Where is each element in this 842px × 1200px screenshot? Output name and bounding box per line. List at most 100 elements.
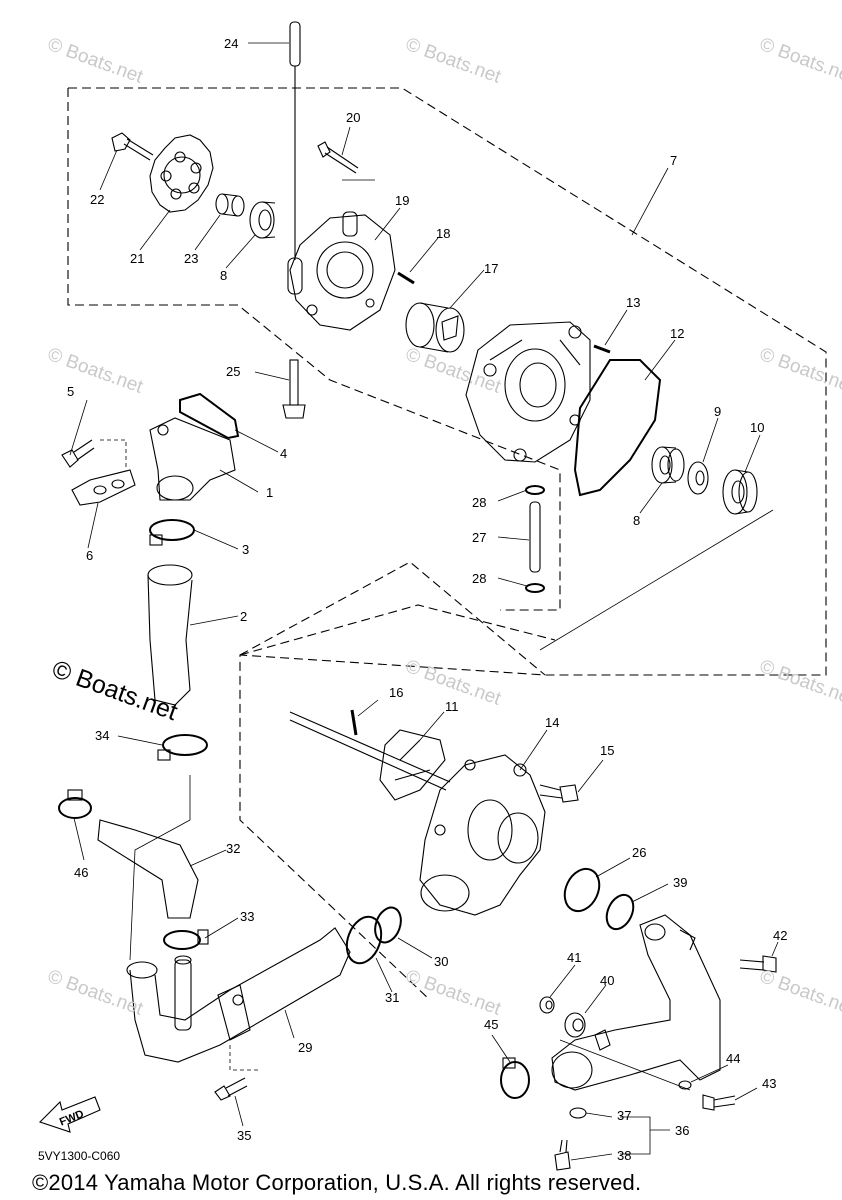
callout-42: 42 [773, 928, 787, 943]
part-4-gasket [179, 392, 240, 440]
part-11-impeller-shaft [289, 711, 451, 801]
callout-40: 40 [600, 973, 614, 988]
part-7-pump-cover [465, 321, 591, 463]
callout-39: 39 [673, 875, 687, 890]
part-21-sprocket [149, 134, 214, 213]
callout-20: 20 [346, 110, 360, 125]
part-41-collar [539, 996, 555, 1014]
part-31-o-ring [345, 915, 383, 965]
part-29-pipe-assembly [126, 927, 351, 1063]
callout-22: 22 [90, 192, 104, 207]
part-17-impeller [405, 302, 465, 353]
callout-28-lower: 28 [472, 571, 486, 586]
part-23-collar [215, 193, 245, 217]
callout-10: 10 [750, 420, 764, 435]
part-1-inlet-pipe [149, 417, 236, 501]
callout-3: 3 [242, 542, 249, 557]
callout-45: 45 [484, 1017, 498, 1032]
part-15-bolt [539, 784, 579, 803]
callout-32: 32 [226, 841, 240, 856]
part-12-o-ring [573, 359, 662, 497]
callout-19: 19 [395, 193, 409, 208]
callout-14: 14 [545, 715, 559, 730]
callout-16: 16 [389, 685, 403, 700]
part-40-grommet [564, 1012, 586, 1038]
callout-7: 7 [670, 153, 677, 168]
part-27-pipe [529, 501, 541, 573]
part-2-hose [147, 564, 193, 706]
callout-9: 9 [714, 404, 721, 419]
callout-8-upper: 8 [220, 268, 227, 283]
diagram-code: 5VY1300-C060 [38, 1149, 121, 1163]
callout-26: 26 [632, 845, 646, 860]
part-3-hose-clamp [149, 519, 195, 546]
part-26-o-ring [563, 867, 601, 913]
part-18-pin [397, 271, 415, 285]
callout-38: 38 [617, 1148, 631, 1163]
part-24-pin [289, 21, 301, 260]
part-35-bolt [214, 1077, 248, 1101]
part-20-bolt [317, 141, 359, 174]
fwd-arrow [38, 1096, 101, 1133]
callout-1: 1 [266, 485, 273, 500]
callout-17: 17 [484, 261, 498, 276]
part-33-hose-clamp [163, 929, 209, 950]
callout-labels: 1 2 3 4 5 6 7 8 8 9 10 11 12 13 14 15 16… [67, 36, 787, 1163]
part-8-bearing-upper [249, 201, 276, 239]
leader-lines [69, 42, 779, 1161]
callout-13: 13 [626, 295, 640, 310]
callout-37: 37 [617, 1108, 631, 1123]
part-45-hose-clamp [500, 1057, 530, 1099]
part-9-oil-seal [687, 461, 709, 495]
callout-25: 25 [226, 364, 240, 379]
part-44-washer [678, 1080, 692, 1090]
callout-41: 41 [567, 950, 581, 965]
part-43-bolt [702, 1094, 736, 1111]
part-28-o-ring-upper [525, 485, 545, 495]
part-42-bolt [739, 955, 777, 973]
callout-5: 5 [67, 384, 74, 399]
callout-43: 43 [762, 1076, 776, 1091]
assembly-boundary-upper [67, 87, 827, 1001]
callout-12: 12 [670, 326, 684, 341]
callout-2: 2 [240, 609, 247, 624]
part-16-pin [350, 709, 358, 736]
callout-46: 46 [74, 865, 88, 880]
copyright-notice: ©2014 Yamaha Motor Corporation, U.S.A. A… [32, 1170, 642, 1195]
part-46-hose-clamp [58, 789, 92, 819]
callout-24: 24 [224, 36, 238, 51]
part-25-bolt [282, 359, 306, 419]
part-30-o-ring [374, 906, 402, 944]
part-32-hose [97, 819, 199, 919]
callout-36: 36 [675, 1123, 689, 1138]
callout-31: 31 [385, 990, 399, 1005]
callout-6: 6 [86, 548, 93, 563]
part-22-bolt [111, 132, 154, 161]
callout-29: 29 [298, 1040, 312, 1055]
callout-21: 21 [130, 251, 144, 266]
callout-34: 34 [95, 728, 109, 743]
part-13-pin [593, 344, 611, 354]
callout-44: 44 [726, 1051, 740, 1066]
callout-35: 35 [237, 1128, 251, 1143]
part-38-bolt [554, 1139, 571, 1171]
callout-4: 4 [280, 446, 287, 461]
callout-33: 33 [240, 909, 254, 924]
part-28-o-ring-lower [525, 583, 545, 593]
callout-15: 15 [600, 743, 614, 758]
part-14-pump-housing [419, 754, 546, 916]
part-6-bracket [71, 469, 136, 506]
part-36-outlet-pipe [551, 914, 721, 1091]
callout-30: 30 [434, 954, 448, 969]
part-37-washer [569, 1107, 587, 1119]
callout-28-upper: 28 [472, 495, 486, 510]
part-39-o-ring [605, 893, 635, 931]
callout-18: 18 [436, 226, 450, 241]
callout-8-lower: 8 [633, 513, 640, 528]
callout-23: 23 [184, 251, 198, 266]
part-34-hose-clamp [157, 734, 208, 761]
part-5-bolt [61, 439, 95, 468]
callout-11: 11 [445, 699, 459, 714]
part-10-mechanical-seal [722, 469, 758, 515]
